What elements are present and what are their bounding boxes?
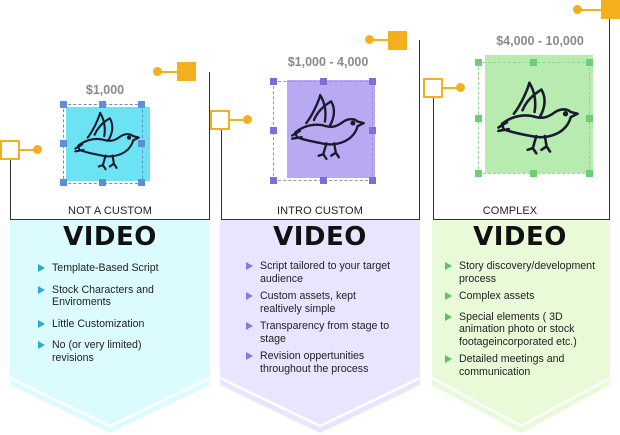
resize-handle — [60, 179, 67, 186]
bullet-icon — [246, 352, 253, 360]
feature-list: Story discovery/development process Comp… — [445, 260, 607, 378]
frame-bottom-line — [433, 219, 610, 220]
resize-handle — [475, 170, 482, 177]
connector-line — [20, 149, 34, 151]
list-item: Template-Based Script — [38, 262, 188, 275]
resize-handle — [320, 177, 327, 184]
connector-line — [581, 9, 601, 11]
frame-bottom-line — [10, 219, 210, 220]
connector-line — [230, 119, 244, 121]
tier-caption: NOT A CUSTOM — [68, 205, 152, 217]
connector-square-filled — [177, 62, 196, 81]
bullet-icon — [38, 285, 45, 294]
tier-caption: INTRO CUSTOM — [277, 205, 363, 217]
dove-icon — [289, 92, 367, 162]
resize-handle — [60, 101, 67, 108]
resize-handle — [586, 170, 593, 177]
price-label: $1,000 — [85, 83, 125, 97]
resize-handle — [530, 59, 537, 66]
frame-right-line — [209, 72, 210, 220]
connector-dot — [153, 67, 162, 76]
tier-heading: VIDEO — [273, 222, 367, 252]
bullet-icon — [246, 292, 253, 300]
feature-list: Template-Based Script Stock Characters a… — [38, 262, 188, 364]
frame-left-line — [10, 152, 11, 219]
chevron-panel — [432, 220, 610, 433]
resize-handle — [138, 179, 145, 186]
dove-icon — [495, 78, 581, 158]
list-item: Little Customization — [38, 318, 188, 331]
chevron-panel — [220, 220, 420, 433]
bullet-icon — [445, 312, 452, 321]
frame-left-line — [433, 98, 434, 220]
resize-handle — [369, 127, 376, 134]
price-label: $1,000 - 4,000 — [287, 55, 369, 69]
connector-dot — [33, 145, 42, 154]
resize-handle — [270, 78, 277, 85]
list-item: Transparency from stage to stage — [246, 320, 396, 345]
resize-handle — [99, 179, 106, 186]
list-item: No (or very limited) revisions — [38, 339, 172, 364]
resize-handle — [475, 115, 482, 122]
resize-handle — [138, 140, 145, 147]
resize-handle — [530, 170, 537, 177]
list-item: Special elements ( 3D animation photo or… — [445, 311, 607, 349]
tier-heading: VIDEO — [473, 222, 567, 252]
frame-bottom-line — [221, 219, 420, 220]
connector-square-outline — [423, 78, 443, 98]
bullet-icon — [445, 292, 452, 300]
tier-caption: COMPLEX — [482, 205, 538, 217]
tier-heading: VIDEO — [63, 222, 157, 252]
bullet-icon — [246, 262, 253, 270]
list-item: Complex assets — [445, 290, 607, 303]
connector-dot — [243, 115, 252, 124]
bullet-icon — [38, 264, 45, 272]
list-item: Story discovery/development process — [445, 260, 607, 285]
resize-handle — [270, 177, 277, 184]
resize-handle — [320, 78, 327, 85]
bullet-icon — [445, 262, 452, 270]
list-item: Custom assets, kept realtively simple — [246, 290, 396, 315]
resize-handle — [270, 127, 277, 134]
bullet-icon — [445, 355, 452, 363]
bullet-icon — [246, 322, 253, 330]
connector-dot — [456, 83, 465, 92]
chevron-panel — [10, 220, 210, 433]
frame-left-line — [221, 130, 222, 220]
connector-square-filled — [601, 0, 620, 19]
resize-handle — [369, 177, 376, 184]
connector-dot — [365, 35, 374, 44]
list-item: Script tailored to your target audience — [246, 260, 396, 285]
resize-handle — [60, 140, 67, 147]
connector-square-outline — [210, 110, 230, 130]
frame-right-line — [419, 40, 420, 220]
connector-square-filled — [388, 31, 407, 50]
connector-line — [443, 87, 457, 89]
resize-handle — [138, 101, 145, 108]
resize-handle — [369, 78, 376, 85]
bullet-icon — [38, 341, 45, 349]
list-item: Revision oppertunities throughout the pr… — [246, 350, 396, 375]
resize-handle — [475, 59, 482, 66]
feature-list: Script tailored to your target audience … — [246, 260, 396, 375]
dove-icon — [72, 110, 142, 172]
frame-right-line — [609, 10, 610, 220]
resize-handle — [586, 115, 593, 122]
list-item: Stock Characters and Enviroments — [38, 284, 188, 309]
connector-square-outline — [0, 140, 20, 160]
connector-dot — [573, 5, 582, 14]
resize-handle — [99, 101, 106, 108]
connector-line — [373, 39, 389, 41]
resize-handle — [586, 59, 593, 66]
price-label: $4,000 - 10,000 — [496, 34, 584, 48]
connector-line — [161, 71, 177, 73]
list-item: Detailed meetings and communication — [445, 353, 607, 378]
bullet-icon — [38, 319, 45, 328]
